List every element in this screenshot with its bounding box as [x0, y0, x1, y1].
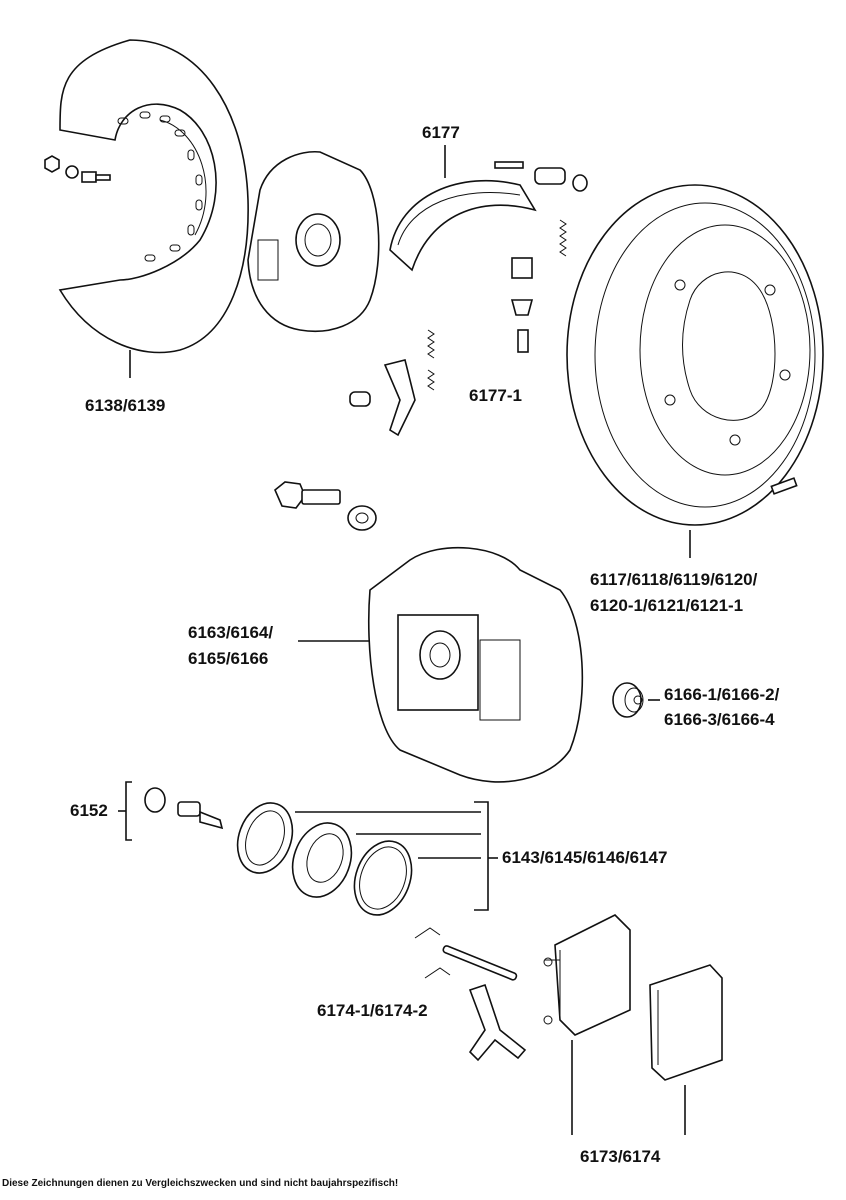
- label-brake-disc-line2: 6120-1/6121/6121-1: [590, 596, 744, 615]
- shoe-hardware-drawing: [349, 161, 588, 437]
- label-brake-shoe: 6177: [422, 123, 460, 142]
- shield-bolt-drawing: [44, 155, 111, 183]
- label-dust-shield: 6138/6139: [85, 396, 166, 415]
- brake-pads-drawing: [543, 914, 723, 1135]
- bleeder-valve-drawing: [118, 781, 224, 841]
- label-bleeder-valve: 6152: [70, 801, 108, 820]
- label-pad-pin-kit: 6174-1/6174-2: [317, 1001, 428, 1020]
- label-brake-pads: 6173/6174: [580, 1147, 661, 1166]
- label-caliper-bushing-line1: 6166-1/6166-2/: [664, 685, 780, 704]
- brake-disc-drawing: [566, 184, 824, 558]
- label-caliper-line1: 6163/6164/: [188, 623, 274, 642]
- dust-shield-drawing: [58, 39, 249, 378]
- backing-plate-drawing: [247, 150, 380, 332]
- pad-pin-drawing: [414, 927, 527, 1062]
- caliper-bushing-drawing: [612, 682, 660, 718]
- label-caliper-line2: 6165/6166: [188, 649, 269, 668]
- seal-kit-drawing: [236, 801, 498, 916]
- brake-shoe-drawing: [389, 145, 537, 272]
- label-shoe-hardware: 6177-1: [469, 386, 522, 405]
- caliper-bolt-drawing: [274, 481, 377, 531]
- footer-disclaimer: Diese Zeichnungen dienen zu Vergleichszw…: [2, 1178, 399, 1189]
- label-brake-disc-line1: 6117/6118/6119/6120/: [590, 570, 758, 589]
- label-caliper-bushing-line2: 6166-3/6166-4: [664, 710, 775, 729]
- caliper-drawing: [298, 546, 584, 783]
- label-seal-kit: 6143/6145/6146/6147: [502, 848, 668, 867]
